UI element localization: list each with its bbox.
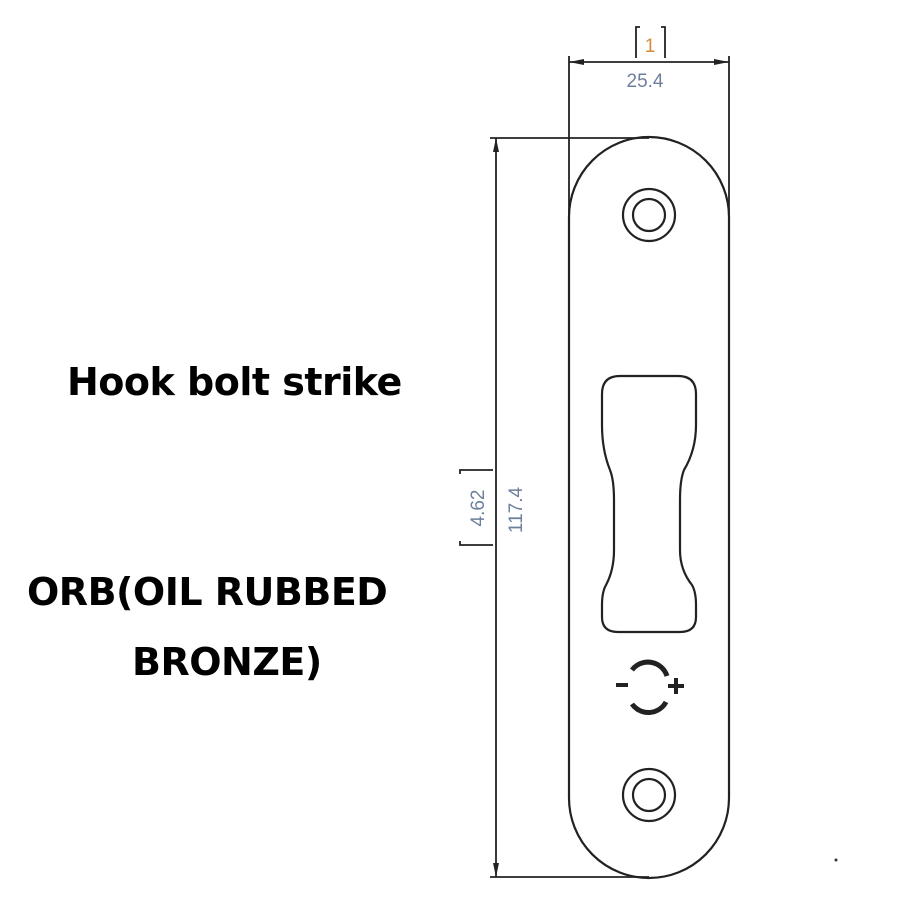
- width-mm-label: 25.4: [627, 71, 664, 92]
- finish-line-2: BRONZE): [132, 640, 322, 684]
- bolt-slot: [600, 374, 698, 634]
- height-inch-label: 4.62: [468, 490, 489, 527]
- adjust-rotate-icon: [629, 659, 670, 716]
- bottom-screw-hole-outer: [621, 767, 677, 823]
- top-screw-hole-outer: [621, 187, 677, 243]
- product-title: Hook bolt strike: [67, 360, 402, 404]
- height-mm-label: 117.4: [506, 487, 527, 534]
- bottom-screw-hole-inner: [631, 777, 667, 813]
- finish-line-1: ORB(OIL RUBBED: [27, 570, 388, 614]
- width-inch-label: 1: [645, 36, 656, 57]
- strike-plate-outline: [567, 135, 731, 880]
- top-screw-hole-inner: [631, 197, 667, 233]
